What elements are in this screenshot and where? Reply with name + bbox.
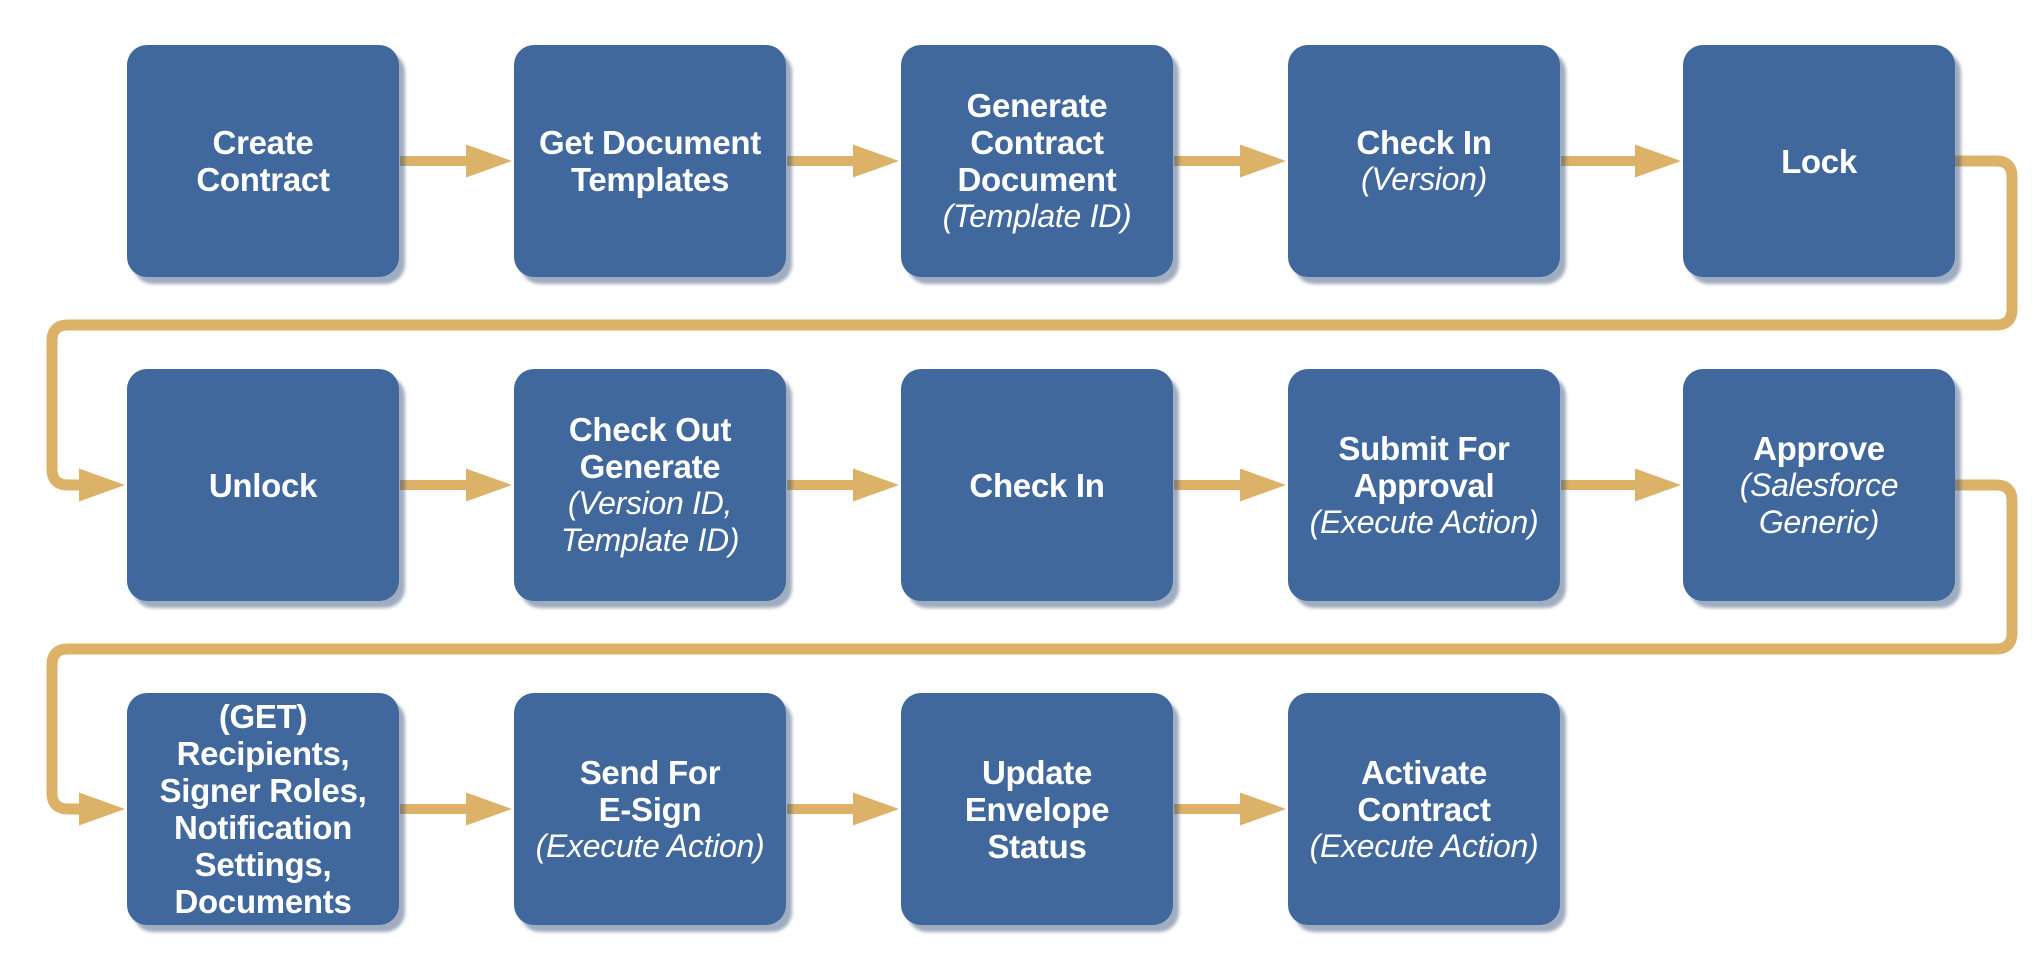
node-label-line: E-Sign — [598, 790, 702, 828]
node-label-line: Check Out — [568, 411, 732, 448]
connector-check-in-version-to-lock-arrowhead — [1635, 144, 1681, 178]
connector-approve-to-get-recipients-signer-roles-arrowhead — [79, 792, 125, 826]
connector-send-for-e-sign-to-update-envelope-status-arrowhead — [853, 792, 899, 826]
connector-submit-for-approval-to-approve-arrowhead — [1635, 468, 1681, 502]
connector-lock-to-unlock-arrowhead — [79, 468, 125, 502]
node-label-line: Envelope — [964, 790, 1110, 828]
node-label-line: Contract — [970, 124, 1104, 161]
node-label-line: Signer Roles, — [159, 772, 367, 809]
node-label-line: Update — [981, 753, 1093, 791]
node-label-line: Create — [212, 124, 314, 161]
connector-unlock-to-check-out-generate-arrowhead — [466, 468, 512, 502]
node-label-line: (GET) — [218, 698, 308, 735]
node-label-line: (Execute Action) — [535, 827, 765, 864]
connector-approve-to-get-recipients-signer-roles — [46, 479, 2018, 815]
node-label-line: (Template ID) — [942, 198, 1132, 234]
node-label-line: Status — [987, 827, 1087, 865]
node-label-line: Generate — [579, 448, 721, 485]
node-label-line: Unlock — [208, 466, 318, 504]
connector-check-in-to-submit-for-approval-arrowhead — [1240, 468, 1286, 502]
node-label-line: Templates — [570, 161, 730, 198]
node-label-line: Get Document — [539, 124, 761, 161]
node-label-line: Lock — [1781, 142, 1857, 180]
node-label-line: Check In — [969, 466, 1105, 504]
node-label-line: Submit For — [1338, 429, 1510, 467]
node-label-line: (Salesforce — [1739, 466, 1899, 503]
node-label-line: Activate — [1361, 753, 1487, 791]
node-label-line: (Version ID, — [567, 485, 733, 521]
node-get-recipients-signer-roles: (GET)Recipients,Signer Roles,Notificatio… — [127, 693, 399, 925]
node-label-line: Template ID) — [560, 522, 740, 558]
node-label-line: Approve — [1753, 429, 1885, 467]
node-label-line: Approval — [1353, 466, 1495, 504]
connector-get-document-templates-to-generate-contract-document-arrowhead — [853, 144, 899, 178]
node-label-line: Contract — [1357, 790, 1491, 828]
connector-create-contract-to-get-document-templates-arrowhead — [466, 144, 512, 178]
node-label-line: Check In — [1356, 124, 1492, 161]
node-label-line: Documents — [174, 883, 352, 920]
node-label-line: (Version) — [1361, 161, 1487, 197]
connector-generate-contract-document-to-check-in-version-arrowhead — [1240, 144, 1286, 178]
node-label-line: Send For — [579, 753, 721, 791]
node-label-line: Contract — [196, 161, 330, 198]
node-check-in: Check In — [901, 369, 1173, 601]
connector-check-out-generate-to-check-in-arrowhead — [853, 468, 899, 502]
node-lock: Lock — [1683, 45, 1955, 277]
connector-update-envelope-status-to-activate-contract-arrowhead — [1240, 792, 1286, 826]
connector-get-recipients-signer-roles-to-send-for-e-sign-arrowhead — [466, 792, 512, 826]
node-label-line: Generate — [966, 87, 1108, 124]
node-label-line: Document — [957, 161, 1117, 198]
node-label-line: Generic) — [1758, 503, 1880, 540]
node-label-line: Notification — [174, 809, 352, 846]
node-check-in-version: Check In(Version) — [1288, 45, 1560, 277]
node-unlock: Unlock — [127, 369, 399, 601]
node-label-line: (Execute Action) — [1309, 503, 1539, 540]
node-label-line: (Execute Action) — [1309, 827, 1539, 864]
node-label-line: Settings, — [194, 846, 332, 883]
connector-lock-to-unlock — [46, 155, 2018, 491]
node-label-line: Recipients, — [176, 735, 350, 772]
